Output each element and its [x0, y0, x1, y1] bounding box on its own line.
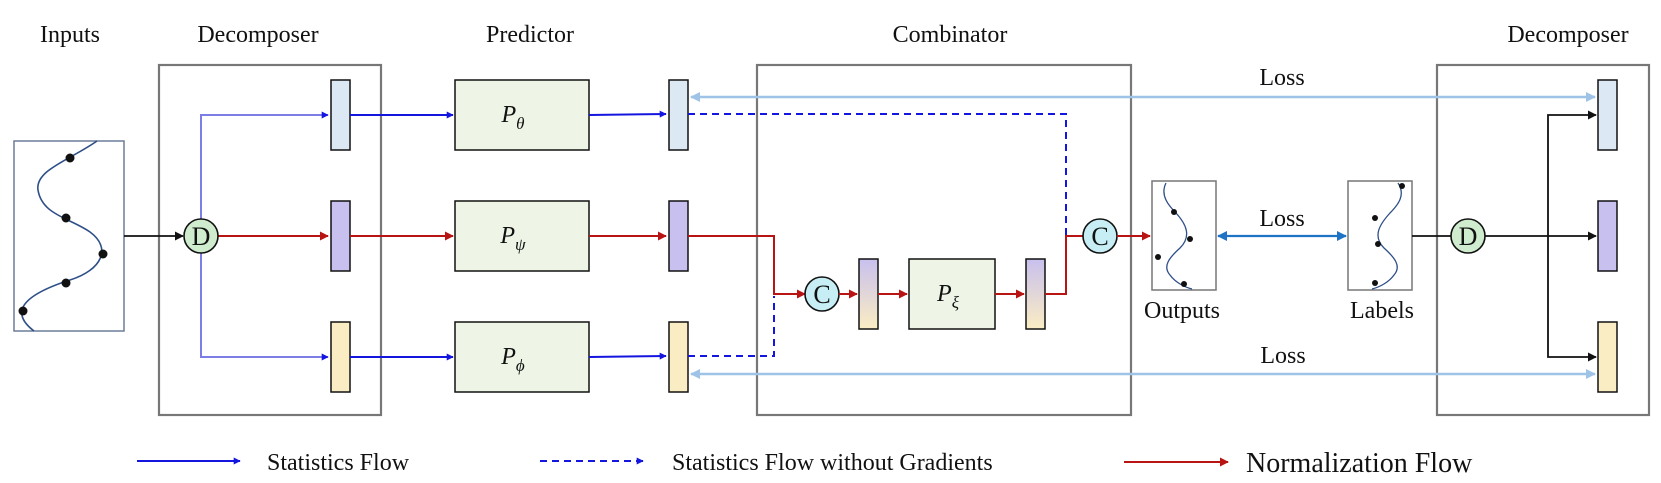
legend-normalization-label: Normalization Flow — [1246, 448, 1473, 479]
predictor-psi-label: Pψ — [499, 223, 526, 254]
flow-mean-no-grad — [688, 113, 1083, 237]
predictor-theta — [454, 79, 590, 151]
predictor-phi — [454, 321, 590, 393]
title-decomposer-left: Decomposer — [197, 22, 318, 48]
outputs-plot — [1151, 180, 1217, 291]
flow-mix-to-final-combine — [1045, 235, 1083, 295]
mean-block-right — [1597, 79, 1618, 151]
std-block-out — [668, 321, 689, 393]
combine-node-inner-label: C — [813, 280, 830, 309]
outputs-label: Outputs — [1144, 298, 1220, 324]
loss-label-bottom: Loss — [1260, 343, 1305, 369]
labels-label: Labels — [1350, 298, 1414, 324]
title-combinator: Combinator — [893, 22, 1008, 48]
predictor-phi-label: Pϕ — [500, 344, 525, 375]
mixed-block-out — [1025, 258, 1046, 330]
legend-no-grad-label: Statistics Flow without Gradients — [672, 450, 993, 476]
labels-plot — [1347, 180, 1413, 291]
loss-label-top: Loss — [1259, 65, 1304, 91]
title-predictor: Predictor — [486, 22, 574, 48]
residual-block-out — [668, 200, 689, 272]
legend: Statistics Flow Statistics Flow without … — [137, 448, 1473, 479]
predictor-xi-label: Pξ — [936, 281, 960, 312]
std-block-right — [1597, 321, 1618, 393]
input-series-plot — [13, 140, 125, 332]
residual-block-right — [1597, 200, 1618, 272]
decompose-node-left — [183, 218, 219, 254]
legend-statistics-flow-label: Statistics Flow — [267, 450, 410, 476]
flow-residual-to-combine — [688, 235, 806, 299]
panel-decomposer-left — [157, 63, 383, 417]
predictor-psi — [454, 200, 590, 272]
predictor-theta-label: Pθ — [500, 102, 524, 133]
flow-right-decompose-to-std — [1547, 236, 1597, 362]
decompose-node-left-label: D — [192, 222, 211, 251]
flow-std-no-grad — [688, 296, 775, 357]
flow-right-decompose-to-mean — [1547, 110, 1597, 236]
flow-decompose-to-std — [200, 253, 329, 361]
title-decomposer-right: Decomposer — [1507, 22, 1628, 48]
mean-block-left — [330, 79, 351, 151]
flow-decompose-to-mean — [200, 111, 329, 219]
flow-pphi-to-std-out — [588, 352, 667, 360]
combine-node-final-label: C — [1091, 222, 1108, 251]
std-block-left — [330, 321, 351, 393]
mean-block-out — [668, 79, 689, 151]
mixed-block-in — [858, 258, 879, 330]
title-inputs: Inputs — [40, 22, 100, 48]
predictor-xi — [908, 258, 996, 330]
decompose-node-right-label: D — [1459, 222, 1478, 251]
residual-block-left — [330, 200, 351, 272]
panel-decomposer-right — [1435, 63, 1651, 417]
loss-label-middle: Loss — [1259, 206, 1304, 232]
flow-ptheta-to-mean-out — [588, 110, 667, 118]
panel-combinator — [755, 63, 1133, 417]
